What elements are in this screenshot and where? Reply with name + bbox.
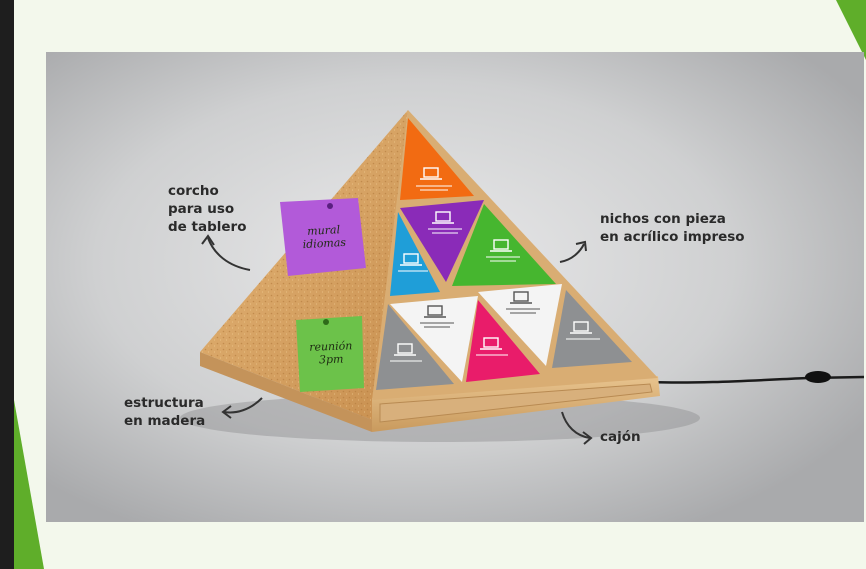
niche-green (452, 204, 556, 286)
niche-gray-right (552, 290, 632, 368)
laptop-icon (398, 253, 428, 272)
laptop-icon (476, 337, 508, 356)
laptop-icon (390, 343, 422, 362)
annotation-estructura: estructura en madera (124, 395, 206, 429)
annotation-corcho: corcho para uso de tablero (168, 183, 247, 235)
base-side (200, 352, 372, 432)
accent-stripe-top-right (836, 0, 866, 60)
left-dark-strip (0, 0, 14, 569)
laptop-icon (506, 291, 540, 314)
pin-purple (327, 203, 333, 209)
niche-white-right (478, 284, 562, 366)
laptop-icon (416, 167, 452, 191)
accent-stripe-bottom-left (14, 400, 44, 569)
curved-arrow-icon (207, 237, 251, 271)
niche-orange (400, 118, 474, 200)
curved-arrow-icon (582, 431, 593, 445)
laptop-icon (428, 211, 462, 234)
drawer-face (379, 383, 653, 423)
curved-arrow-icon (201, 234, 215, 246)
niche-white-left (390, 296, 478, 382)
sticky-note-green (296, 316, 364, 392)
curved-arrow-icon (223, 397, 263, 414)
sticky-note-purple (280, 198, 366, 276)
pin-green (323, 319, 329, 325)
curved-arrow-icon (561, 411, 591, 439)
niche-purple (400, 200, 484, 282)
annotation-cajon: cajón (600, 429, 641, 445)
power-cable (649, 375, 865, 384)
laptop-icon (566, 321, 600, 340)
niche-gray-left (376, 304, 454, 390)
curved-arrow-icon (575, 240, 587, 252)
cable-switch (805, 371, 831, 383)
curved-arrow-icon (221, 405, 232, 419)
laptop-icon (420, 305, 454, 328)
niche-magenta (466, 300, 540, 382)
annotation-nichos: nichos con pieza en acrílico impreso (600, 211, 745, 245)
sticky-note-green-text: reunión 3pm (308, 339, 353, 367)
laptop-icon (486, 239, 520, 262)
sticky-note-purple-text: mural idiomas (302, 223, 347, 252)
curved-arrow-icon (559, 243, 585, 263)
